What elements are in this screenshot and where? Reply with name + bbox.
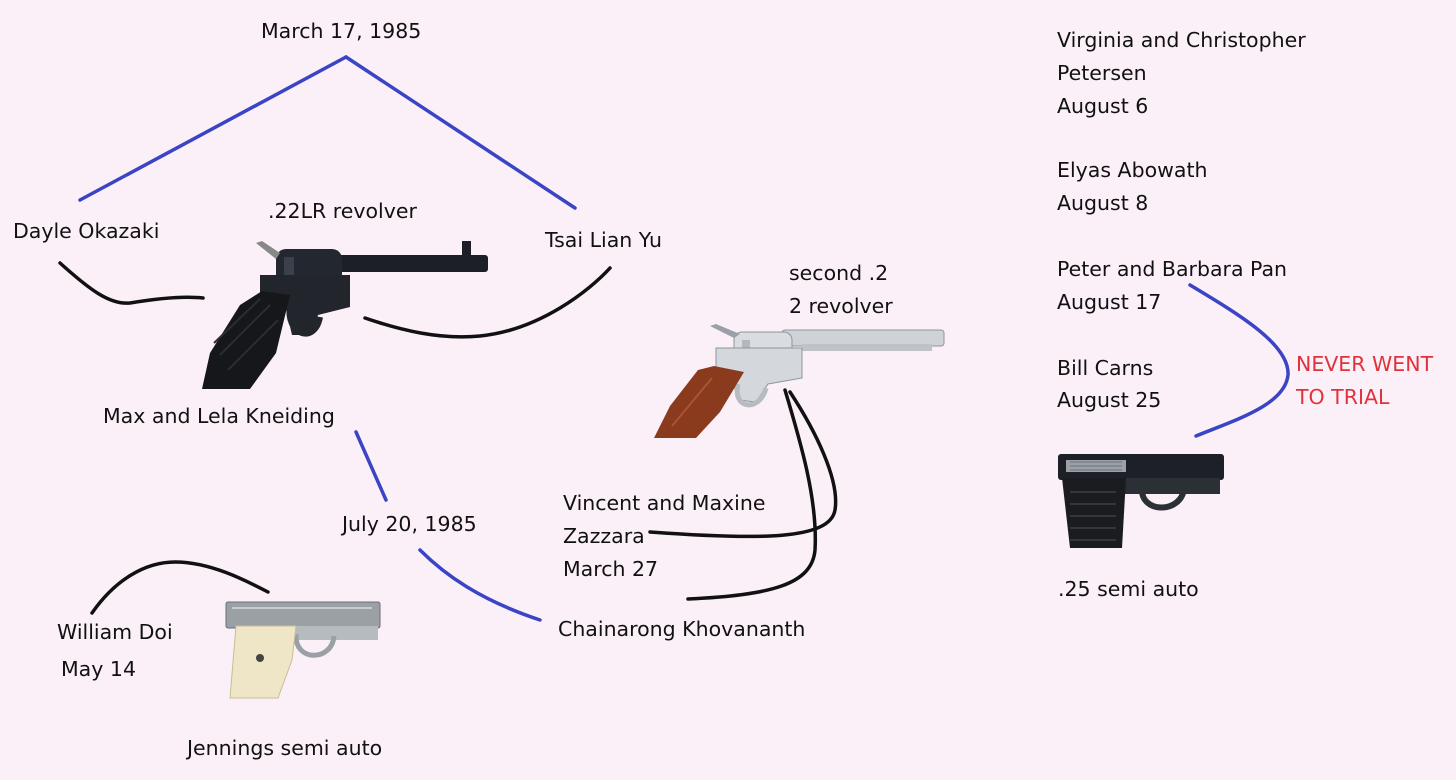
victim-zazzara-line2: Zazzara	[563, 520, 645, 553]
victim-tsai-lian-yu: Tsai Lian Yu	[545, 224, 662, 257]
label-22lr-revolver: .22LR revolver	[268, 195, 417, 228]
victim-zazzara-line3: March 27	[563, 553, 658, 586]
silver-revolver-icon	[652, 322, 948, 440]
victim-petersen-line2: Petersen	[1057, 57, 1147, 90]
label-second-revolver-line2: 2 revolver	[789, 290, 893, 323]
note-never-went-to-trial-line1: NEVER WENT	[1296, 348, 1433, 381]
label-25-semi-auto: .25 semi auto	[1058, 573, 1199, 606]
date-july-20-1985: July 20, 1985	[342, 508, 477, 541]
connector-march-to-dayle	[80, 57, 346, 200]
victim-pan-line2: August 17	[1057, 286, 1161, 319]
victim-petersen-line3: August 6	[1057, 90, 1148, 123]
victim-carns-line1: Bill Carns	[1057, 352, 1153, 385]
connector-march-to-tsai	[346, 57, 575, 208]
connector-max-to-july	[356, 432, 386, 500]
victim-max-lela-kneiding: Max and Lela Kneiding	[103, 400, 335, 433]
revolver-22lr-icon	[180, 235, 490, 390]
label-jennings-semi-auto: Jennings semi auto	[187, 732, 382, 765]
victim-pan-line1: Peter and Barbara Pan	[1057, 253, 1287, 286]
victim-william-doi: William Doi	[57, 616, 173, 649]
connector-july-to-chainarong	[420, 550, 540, 620]
connector-never-trial-bracket	[1190, 285, 1288, 436]
victim-dayle-okazaki: Dayle Okazaki	[13, 215, 159, 248]
semi-auto-25-pistol-icon	[1056, 452, 1226, 550]
victim-elyas-line1: Elyas Abowath	[1057, 154, 1207, 187]
note-never-went-to-trial-line2: TO TRIAL	[1296, 381, 1389, 414]
date-march-17-1985: March 17, 1985	[261, 15, 421, 48]
victim-chainarong-khovananth: Chainarong Khovananth	[558, 613, 805, 646]
victim-elyas-line2: August 8	[1057, 187, 1148, 220]
jennings-pistol-icon	[222, 600, 384, 700]
date-may-14: May 14	[61, 653, 136, 686]
label-second-revolver-line1: second .2	[789, 257, 888, 290]
victim-zazzara-line1: Vincent and Maxine	[563, 487, 765, 520]
victim-carns-line2: August 25	[1057, 384, 1161, 417]
victim-petersen-line1: Virginia and Christopher	[1057, 24, 1306, 57]
